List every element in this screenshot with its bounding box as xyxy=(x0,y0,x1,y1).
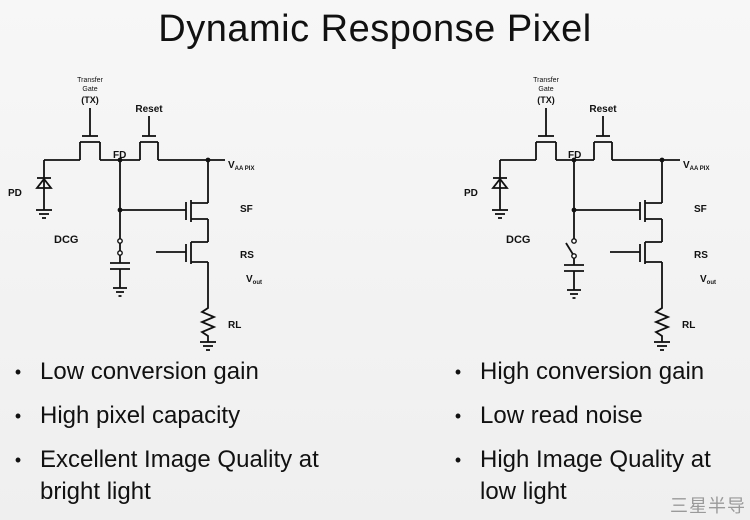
label-rl: RL xyxy=(682,320,695,331)
dcg-switch-contact-bottom xyxy=(117,250,123,256)
label-rl: RL xyxy=(228,320,241,331)
bullet-list-left: •Low conversion gain •High pixel capacit… xyxy=(8,356,340,520)
slide-title: Dynamic Response Pixel xyxy=(158,8,592,50)
label-fd: FD xyxy=(113,150,126,161)
label-gate: Gate xyxy=(82,86,97,93)
label-fd: FD xyxy=(568,150,581,161)
label-dcg: DCG xyxy=(54,234,78,246)
label-vout: Vout xyxy=(700,274,716,286)
dcg-switch-contact-top-open xyxy=(571,238,577,244)
circuit-high-conversion-gain: Transfer Gate (TX) Reset FD PD DCG VAA P… xyxy=(440,60,740,355)
label-pd: PD xyxy=(464,188,478,199)
label-transfer: Transfer xyxy=(533,77,559,84)
circuit-low-conversion-gain: Transfer Gate (TX) Reset FD PD DCG VAA P… xyxy=(0,60,300,355)
label-vaa: VAA PIX xyxy=(228,160,254,172)
label-tx: (TX) xyxy=(81,95,99,105)
label-tx: (TX) xyxy=(537,95,555,105)
bullet-item: •Excellent Image Quality at bright light xyxy=(14,446,319,505)
label-reset: Reset xyxy=(589,104,617,115)
label-vaa: VAA PIX xyxy=(683,160,709,172)
label-sf: SF xyxy=(694,204,707,215)
dcg-switch-contact-bottom-open xyxy=(571,253,577,259)
label-transfer: Transfer xyxy=(77,77,103,84)
label-pd: PD xyxy=(8,188,22,199)
pixel-schematic-right: Transfer Gate (TX) Reset FD PD DCG VAA P… xyxy=(464,77,716,351)
label-reset: Reset xyxy=(135,104,163,115)
label-gate: Gate xyxy=(538,86,553,93)
label-dcg: DCG xyxy=(506,234,530,246)
label-vout: Vout xyxy=(246,274,262,286)
bullet-item: •High pixel capacity xyxy=(14,402,241,429)
label-rs: RS xyxy=(240,250,254,261)
dcg-switch-contact-top xyxy=(117,238,123,244)
bullet-item: •Low read noise xyxy=(454,402,643,429)
bullet-item: •High Image Quality at low light xyxy=(454,446,711,505)
bullet-item: •Low conversion gain xyxy=(14,358,259,385)
pixel-schematic-left: Transfer Gate (TX) Reset FD PD DCG VAA P… xyxy=(8,77,262,351)
bullet-item: •High conversion gain xyxy=(454,358,705,385)
label-sf: SF xyxy=(240,204,253,215)
bullet-list-right: •High conversion gain •Low read noise •H… xyxy=(448,356,740,520)
watermark: 三星半导 xyxy=(670,496,746,516)
label-rs: RS xyxy=(694,250,708,261)
